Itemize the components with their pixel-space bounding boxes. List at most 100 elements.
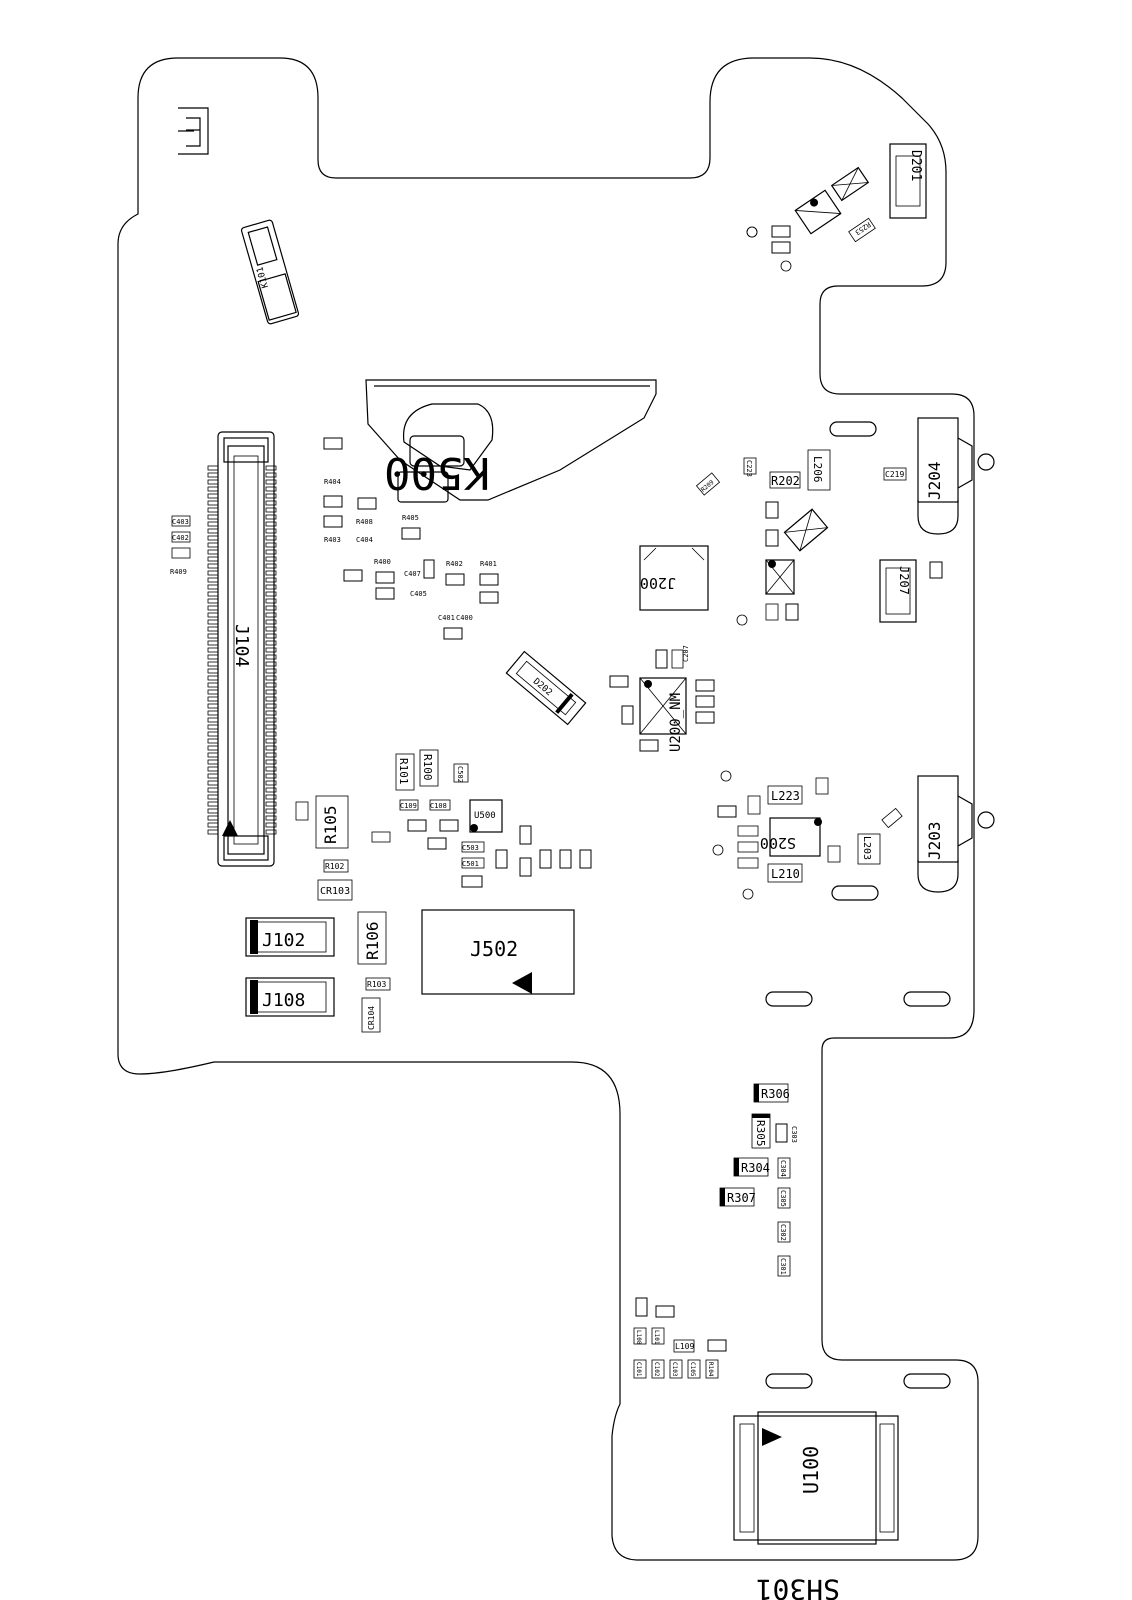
j104-pin	[265, 682, 277, 688]
r305-label: R305	[754, 1120, 767, 1147]
r405-label: R405	[402, 514, 419, 522]
j104-pin	[265, 472, 277, 478]
j104-pin	[265, 570, 277, 576]
r105-area: R105 R102 CR103	[295, 795, 353, 901]
j104-pin	[207, 542, 219, 548]
r106-area: R106 R103 CR104	[357, 911, 391, 1033]
l101-label: L101	[653, 1330, 660, 1345]
j104-pin	[207, 766, 219, 772]
j204-connector: J204	[917, 417, 995, 535]
j104-pin	[265, 766, 277, 772]
j104-pin	[207, 486, 219, 492]
j104-pin	[207, 500, 219, 506]
j104-pin	[265, 668, 277, 674]
k500-label: K500	[384, 447, 490, 498]
c109-label: C109	[400, 802, 417, 810]
j204-label: J204	[925, 461, 944, 500]
j104-connector: J104	[207, 431, 277, 867]
j104-pin	[265, 563, 277, 569]
r401-label: R401	[480, 560, 497, 568]
j104-pin	[265, 752, 277, 758]
j104-pin	[265, 633, 277, 639]
j104-pin	[265, 745, 277, 751]
j207-label: J207	[897, 566, 911, 595]
l210-label: L210	[771, 867, 800, 881]
j104-pin	[265, 619, 277, 625]
j104-pin	[265, 500, 277, 506]
c108-label: C108	[430, 802, 447, 810]
j108-connector: J108	[245, 977, 335, 1017]
j104-pin	[207, 724, 219, 730]
j104-pin	[207, 549, 219, 555]
l206-label: L206	[811, 456, 824, 483]
j104-pin	[265, 605, 277, 611]
u200-component: U200_NM C207	[609, 645, 715, 752]
j104-pin	[207, 577, 219, 583]
j108-label: J108	[262, 990, 305, 1011]
r104-label: R104	[707, 1362, 714, 1377]
j104-pin	[265, 731, 277, 737]
j104-pin	[265, 710, 277, 716]
j104-pin	[265, 535, 277, 541]
j203-label: J203	[925, 821, 944, 860]
j104-pin	[207, 528, 219, 534]
right-mid-parts: R202 L206 C223 R209 C219 J207	[695, 449, 943, 626]
j104-pin	[265, 577, 277, 583]
j104-pin	[265, 689, 277, 695]
r409-label: R409	[170, 568, 187, 576]
j104-pin	[265, 717, 277, 723]
r402-label: R402	[446, 560, 463, 568]
j104-pin	[207, 682, 219, 688]
j104-pin	[265, 626, 277, 632]
u500-area: U500 R101 R100 C502 C109 C108 C503 C501	[371, 749, 592, 888]
l223-label: L223	[771, 789, 800, 803]
j104-pin	[265, 738, 277, 744]
j104-pin	[207, 815, 219, 821]
j102-connector: J102	[245, 917, 335, 957]
d202-component: D202	[505, 650, 587, 726]
j104-pin	[207, 626, 219, 632]
j104-pin	[207, 696, 219, 702]
r307-label: R307	[727, 1191, 756, 1205]
j104-pin	[207, 731, 219, 737]
j104-pin	[265, 808, 277, 814]
j104-pin	[207, 507, 219, 513]
j104-pin	[265, 829, 277, 835]
j104-pin	[207, 584, 219, 590]
r300-column: R306 R305 C303 R304 R307 C304 C305 C302 …	[719, 1083, 798, 1277]
j104-pin	[207, 773, 219, 779]
j104-pin	[265, 465, 277, 471]
j104-pin	[207, 647, 219, 653]
j104-pin	[207, 822, 219, 828]
j104-pin	[207, 801, 219, 807]
j104-pin	[207, 563, 219, 569]
board-slots	[765, 421, 951, 1389]
l203-label: L203	[861, 836, 872, 860]
j104-pin	[207, 703, 219, 709]
j104-pin	[207, 794, 219, 800]
s200-label: S200	[760, 834, 796, 852]
j104-pin	[265, 486, 277, 492]
j104-pin	[265, 507, 277, 513]
j104-pin	[207, 535, 219, 541]
c223-label: C223	[745, 460, 753, 477]
j104-pin	[265, 521, 277, 527]
cr104-label: CR104	[367, 1006, 376, 1030]
mi-logo-icon	[178, 107, 209, 155]
j502-label: J502	[470, 937, 518, 961]
r103-label: R103	[367, 980, 386, 989]
c503-label: C503	[462, 844, 479, 852]
j104-pin	[265, 773, 277, 779]
c103-label: C103	[671, 1362, 678, 1377]
j104-pin	[207, 598, 219, 604]
u100-cluster: L109 C101 C102 C103 C105 R104 L108 L101 …	[633, 1297, 899, 1545]
r106-label: R106	[363, 921, 382, 960]
j104-pin	[265, 801, 277, 807]
j104-pin	[265, 556, 277, 562]
j104-label: J104	[231, 624, 252, 667]
c405-label: C405	[410, 590, 427, 598]
r100-label: R100	[421, 754, 434, 781]
j104-pin	[207, 472, 219, 478]
c302-label: C302	[779, 1224, 787, 1241]
